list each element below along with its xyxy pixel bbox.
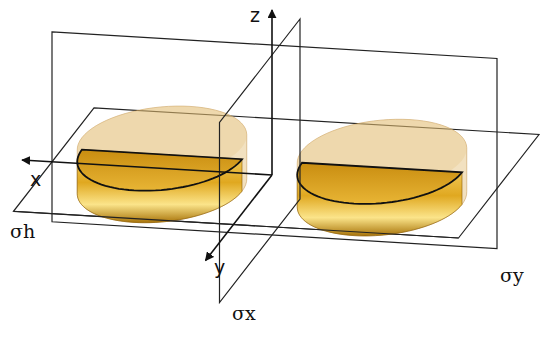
transparent-disk <box>297 119 467 236</box>
axis-label: x <box>30 170 41 189</box>
plane-label: σy <box>500 266 524 285</box>
gold-half-disk-top <box>77 150 242 191</box>
sigma-x-plane <box>220 19 301 303</box>
plane-label: σx <box>232 304 256 323</box>
sigma-h-front-edge <box>14 211 459 238</box>
gold-half-disk-top <box>297 163 462 204</box>
x-axis <box>22 160 272 175</box>
y-axis <box>206 175 273 261</box>
axis-label: y <box>214 258 225 277</box>
gold-half-disk-side <box>77 150 242 223</box>
gold-half-disk-side <box>297 163 462 236</box>
plane-label: σh <box>10 222 35 241</box>
axis-label: z <box>250 6 260 25</box>
z-axis <box>271 10 273 175</box>
